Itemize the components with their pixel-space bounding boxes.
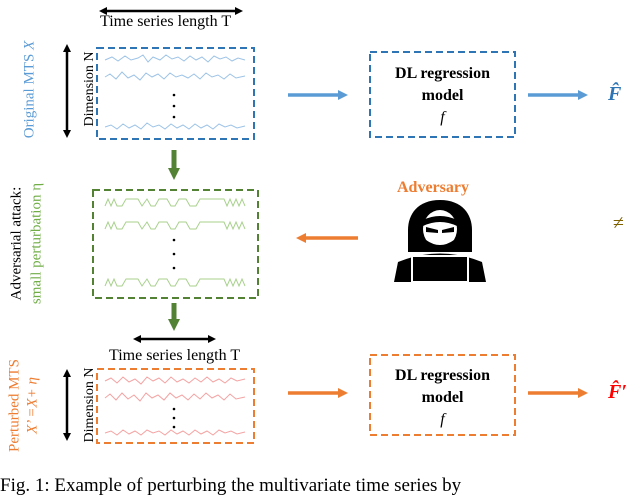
original-series-line-3 <box>104 122 246 130</box>
original-mts-text: Original MTS <box>21 49 38 139</box>
bottom-length-label: Time series length T <box>109 347 241 364</box>
perturbed-series-line-3 <box>104 429 246 436</box>
model-top-line3: f <box>440 109 445 126</box>
model-bottom-line2: model <box>421 389 464 406</box>
figure-caption: Fig. 1: Example of perturbing the multiv… <box>0 475 462 496</box>
ellipsis-dot <box>172 266 176 270</box>
perturbation-signal-2 <box>104 220 246 231</box>
model-top-line1: DL regression <box>395 65 490 82</box>
perturbed-series-lines <box>104 376 246 436</box>
model-box-bottom <box>369 354 516 436</box>
perturbed-series-line-2 <box>104 392 246 402</box>
perturbed-series-line-1 <box>104 376 246 385</box>
original-mts-label: Original MTS X <box>21 26 38 154</box>
ellipsis-dot <box>172 425 176 429</box>
top-length-label: Time series length T <box>100 13 232 30</box>
perturbed-mts-box <box>96 368 255 444</box>
ellipsis-dot <box>172 407 176 411</box>
perturbation-box <box>92 189 259 299</box>
ellipsis-dot <box>172 115 176 119</box>
small-perturbation-label: small perturbation η <box>28 182 45 305</box>
perturbation-signal-3 <box>104 277 246 288</box>
original-series-lines <box>104 54 246 130</box>
ellipsis-dot <box>172 252 176 256</box>
perturbed-mts-formula: X’ =X+ η <box>24 377 41 434</box>
ellipsis-dot <box>172 93 176 97</box>
ellipsis-dot <box>172 416 176 420</box>
perturbed-mts-label: Perturbed MTS <box>6 359 23 452</box>
ellipsis-dot <box>172 104 176 108</box>
hacker-icon <box>394 200 486 283</box>
output-f-hat-prime: F̂′ <box>608 381 627 403</box>
not-equal-sign: ≠ <box>613 212 624 234</box>
model-box-top <box>369 51 516 138</box>
output-f-hat: F̂ <box>608 83 622 105</box>
original-series-line-1 <box>104 54 246 63</box>
model-bottom-line3: f <box>440 411 445 428</box>
model-bottom-line1: DL regression <box>395 367 490 384</box>
perturbation-signals <box>104 197 246 288</box>
top-dimension-label: Dimension N <box>82 51 97 127</box>
perturbation-signal-1 <box>104 197 246 208</box>
adversary-label: Adversary <box>397 179 469 196</box>
original-mts-symbol: X <box>21 40 38 50</box>
adversarial-attack-label: Adversarial attack: <box>8 186 25 301</box>
original-mts-box <box>96 47 255 140</box>
model-top-line2: model <box>421 87 464 104</box>
ellipsis-dot <box>172 238 176 242</box>
bottom-dimension-label: Dimension N <box>82 367 97 443</box>
original-series-line-2 <box>104 71 246 81</box>
